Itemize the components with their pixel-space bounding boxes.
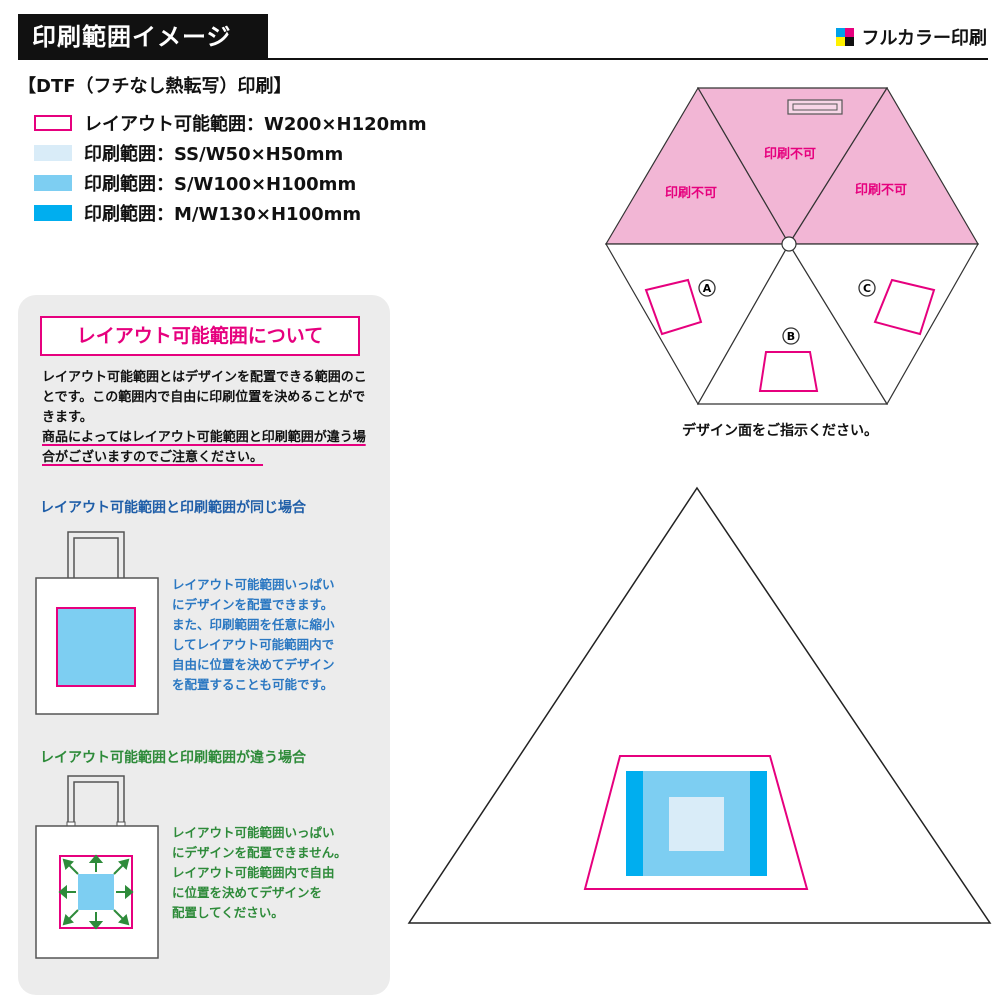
panel-label-c: C — [863, 282, 871, 295]
layout-area — [583, 755, 809, 890]
print-area — [78, 874, 114, 910]
page-title: 印刷範囲イメージ — [18, 14, 268, 60]
desc-line: 自由に位置を決めてデザイン — [172, 657, 335, 672]
cmyk-magenta — [844, 28, 854, 37]
panel-label-a: A — [703, 282, 712, 295]
label-a-circle — [698, 279, 716, 297]
cmyk-icon — [835, 28, 854, 46]
desc-line: また、印刷範囲を任意に縮小 — [172, 617, 335, 632]
desc-line: にデザインを配置できます。 — [172, 597, 334, 612]
label-b-circle — [782, 327, 800, 345]
desc-line: にデザインを配置できません。 — [172, 845, 347, 860]
layout-info-text: レイアウト可能範囲とはデザインを配置できる範囲のことです。この範囲内で自由に印刷… — [42, 370, 367, 425]
same-case-heading: レイアウト可能範囲と印刷範囲が同じ場合 — [40, 500, 306, 516]
legend-swatch-s — [34, 175, 72, 191]
label-c-circle — [858, 279, 876, 297]
desc-line: レイアウト可能範囲内で自由 — [172, 865, 335, 880]
full-color-badge: フルカラー印刷 — [835, 24, 987, 50]
print-method-label: 【DTF（フチなし熱転写）印刷】 — [18, 76, 292, 97]
legend-label: 印刷範囲：SS/W50×H50mm — [84, 144, 344, 165]
no-print-label: 印刷不可 — [855, 183, 907, 198]
print-area-ss — [669, 797, 724, 851]
umbrella-hexagon-diagram: 印刷不可 印刷不可 印刷不可 A B C — [604, 86, 980, 406]
legend-ss: 印刷範囲：SS/W50×H50mm — [34, 140, 343, 166]
center-tip — [781, 236, 797, 252]
legend-layout-area: レイアウト可能範囲：W200×H120mm — [34, 110, 427, 136]
no-print-label: 印刷不可 — [665, 186, 717, 201]
legend-label: 印刷範囲：M/W130×H100mm — [84, 204, 362, 225]
tote-bag-different-diagram — [35, 775, 159, 959]
umbrella-panel-enlarged — [407, 486, 992, 924]
different-case-description: レイアウト可能範囲いっぱい にデザインを配置できません。 レイアウト可能範囲内で… — [172, 823, 372, 923]
full-color-label: フルカラー印刷 — [861, 28, 987, 49]
arrows-icon — [58, 854, 134, 930]
panel-label-b: B — [787, 330, 795, 343]
desc-line: してレイアウト可能範囲内で — [172, 637, 335, 652]
bag-handle — [67, 531, 125, 580]
desc-line: を配置することも可能です。 — [172, 677, 334, 692]
legend-m: 印刷範囲：M/W130×H100mm — [34, 200, 361, 226]
layout-info-title: レイアウト可能範囲について — [40, 316, 360, 356]
layout-info-warning: 商品によってはレイアウト可能範囲と印刷範囲が違う場合がございますのでご注意くださ… — [42, 430, 366, 465]
strap-icon — [787, 99, 843, 115]
tote-bag-same-diagram — [35, 531, 159, 715]
desc-line: レイアウト可能範囲いっぱい — [172, 825, 335, 840]
different-case-heading: レイアウト可能範囲と印刷範囲が違う場合 — [40, 750, 306, 766]
legend-swatch-ss — [34, 145, 72, 161]
cmyk-black — [844, 37, 854, 46]
no-print-label: 印刷不可 — [764, 147, 816, 162]
print-area — [56, 607, 136, 687]
header-divider — [18, 58, 988, 60]
triangle-panel — [407, 486, 992, 924]
print-area-b — [758, 351, 819, 392]
print-area-a — [644, 278, 703, 336]
cmyk-cyan — [835, 28, 845, 37]
legend-swatch-m — [34, 205, 72, 221]
legend-s: 印刷範囲：S/W100×H100mm — [34, 170, 356, 196]
legend-label: レイアウト可能範囲：W200×H120mm — [84, 114, 427, 135]
desc-line: に位置を決めてデザインを — [172, 885, 323, 900]
cmyk-yellow — [835, 37, 845, 46]
legend-swatch-layout — [34, 115, 72, 131]
design-side-caption: デザイン面をご指示ください。 — [682, 423, 878, 439]
desc-line: 配置してください。 — [172, 905, 284, 920]
print-area-c — [873, 278, 936, 336]
desc-line: レイアウト可能範囲いっぱい — [172, 577, 335, 592]
layout-info-body: レイアウト可能範囲とはデザインを配置できる範囲のことです。この範囲内で自由に印刷… — [42, 368, 372, 468]
same-case-description: レイアウト可能範囲いっぱい にデザインを配置できます。 また、印刷範囲を任意に縮… — [172, 575, 372, 695]
legend-label: 印刷範囲：S/W100×H100mm — [84, 174, 357, 195]
